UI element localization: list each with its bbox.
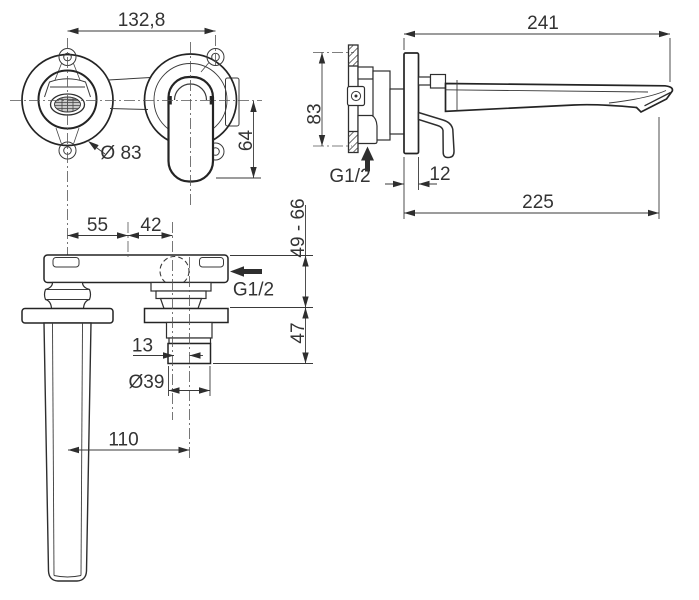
dim-label-49-66: 49 - 66 — [288, 198, 309, 257]
dim-handle-depth: 64 — [216, 101, 261, 179]
aerator-face — [49, 93, 86, 116]
dim-label-47: 47 — [288, 322, 309, 343]
rough-in-view: 55 42 G1/2 49 - 66 47 — [21, 198, 313, 582]
dim-label-g12-side: G1/2 — [329, 166, 370, 187]
manifold-window-right — [199, 257, 224, 268]
dim-label-dia-39: Ø39 — [129, 372, 165, 393]
manifold-window-left — [52, 257, 80, 268]
dim-label-241: 241 — [527, 13, 559, 34]
dim-tube-axis-distance: 110 — [68, 430, 190, 454]
dim-label-g12-plan: G1/2 — [233, 280, 274, 301]
spout-tube — [43, 322, 92, 582]
dim-label-42: 42 — [140, 215, 161, 236]
valve-trim-sleeve — [143, 281, 229, 365]
inlet-thread-side: G1/2 — [329, 146, 374, 187]
spout-side — [417, 73, 674, 114]
dim-sleeve-diameter: Ø39 — [129, 366, 211, 396]
dim-total-reach: 241 — [403, 13, 671, 82]
valve-inlet-hidden-circle — [159, 255, 190, 287]
dim-spout-valve-offsets: 55 42 — [67, 215, 173, 239]
dim-label-83: 83 — [305, 103, 326, 124]
dim-label-64: 64 — [236, 130, 257, 152]
faceplate-side — [403, 52, 420, 155]
inlet-thread-plan: G1/2 — [230, 266, 274, 301]
spout-connection — [21, 281, 114, 582]
dim-label-55: 55 — [87, 215, 108, 236]
dim-label-110: 110 — [108, 430, 138, 451]
side-view: 241 83 G1/2 12 — [305, 13, 674, 219]
dim-label-225: 225 — [522, 192, 554, 213]
dim-spout-projection: 225 — [404, 117, 660, 219]
dim-label-13: 13 — [132, 336, 153, 357]
dim-sleeve-length: 47 — [213, 307, 313, 364]
manifold-bar — [43, 254, 229, 284]
dim-centers-distance: 132,8 — [67, 10, 216, 35]
dim-outlet-offset: 13 — [132, 336, 203, 359]
body-edge-top — [107, 77, 151, 81]
handle-escutcheon-front — [143, 48, 240, 183]
dim-plate-thickness: 12 — [385, 157, 451, 219]
dim-label-12: 12 — [429, 164, 450, 185]
dim-install-depth: 49 - 66 — [230, 198, 313, 308]
dim-label-132-8: 132,8 — [118, 10, 166, 31]
body-edge-bottom — [109, 108, 149, 110]
dim-label-dia-83: Ø 83 — [100, 143, 141, 164]
dim-body-height: 83 — [305, 52, 326, 146]
lever-handle-side — [417, 111, 455, 159]
dim-escutcheon-diameter: Ø 83 — [88, 141, 142, 164]
